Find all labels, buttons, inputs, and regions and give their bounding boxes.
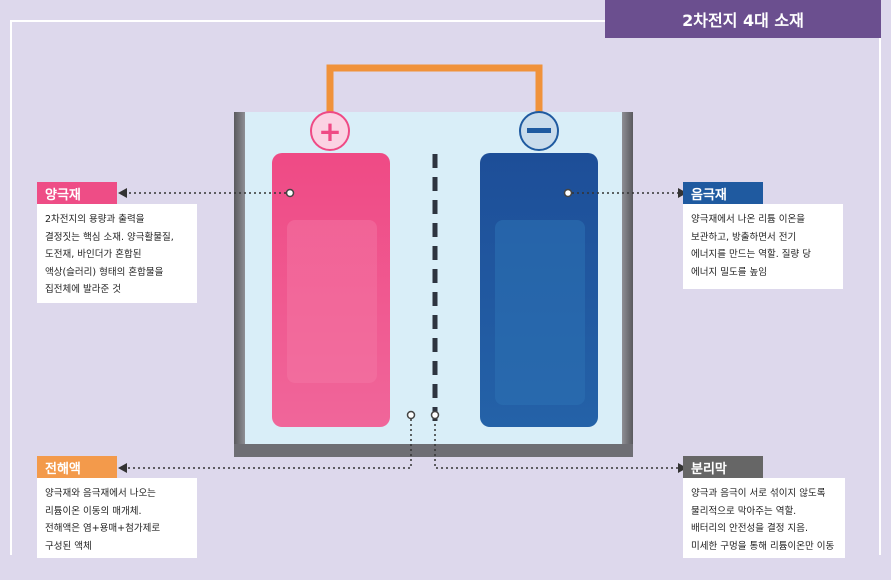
electrolyte-label: 전해액: [37, 456, 117, 478]
cathode-desc-line: 결정짓는 핵심 소재. 양극활물질,: [45, 231, 174, 243]
frame-left-line: [10, 20, 12, 555]
anode-desc-line: 에너지를 만드는 역할. 질량 당: [691, 249, 811, 260]
anode-desc-line: 보관하고, 방출하면서 전기: [691, 231, 797, 243]
positive-terminal: [310, 111, 350, 151]
anode-highlight: [495, 220, 585, 405]
anode-description: 양극재에서 나온 리튬 이온을 보관하고, 방출하면서 전기 에너지를 만드는 …: [683, 204, 843, 289]
cathode-label: 양극재: [37, 182, 117, 204]
separator-pointer-dot: [430, 410, 440, 420]
external-wire: [326, 64, 543, 118]
cathode-desc-line: 액상(슬러리) 형태의 혼합물을: [45, 266, 164, 278]
separator-desc-line: 물리적으로 막아주는 역할.: [691, 505, 797, 517]
electrolyte-desc-line: 양극재와 음극재에서 나오는: [45, 488, 156, 499]
separator-desc-line: 배터리의 안전성을 결정 지음.: [691, 523, 808, 534]
separator-desc-line: 양극과 음극이 서로 섞이지 않도록: [691, 488, 826, 499]
frame-right-line: [879, 38, 881, 555]
anode-desc-line: 양극재에서 나온 리튬 이온을: [691, 214, 805, 225]
positive-terminal-symbol: +: [318, 115, 341, 148]
container-wall-bottom: [234, 444, 633, 457]
anode-arrowhead: [678, 188, 687, 198]
cathode-highlight: [287, 220, 377, 383]
cathode-electrode: [272, 153, 390, 427]
frame-top-line: [10, 20, 607, 22]
page-title: 2차전지 4대 소재: [605, 0, 881, 38]
cathode-pointer-dot: [285, 188, 295, 198]
cathode-description: 2차전지의 용량과 출력을 결정짓는 핵심 소재. 양극활물질, 도전재, 바인…: [37, 204, 197, 303]
electrolyte-desc-line: 리튬이온 이동의 매개체.: [45, 505, 142, 517]
electrolyte-pointer-dot: [406, 410, 416, 420]
container-wall-left: [234, 112, 245, 457]
electrolyte-description: 양극재와 음극재에서 나오는 리튬이온 이동의 매개체. 전해액은 염+용매+첨…: [37, 478, 197, 558]
electrolyte-desc-line: 구성된 액체: [45, 540, 92, 552]
separator-label: 분리막: [683, 456, 763, 478]
anode-pointer-dot: [563, 188, 573, 198]
electrolyte-arrowhead: [118, 463, 127, 473]
separator-desc-line: 미세한 구멍을 통해 리튬이온만 이동: [691, 540, 835, 552]
cathode-arrowhead: [118, 188, 127, 198]
cathode-desc-line: 2차전지의 용량과 출력을: [45, 214, 145, 225]
container-wall-right: [622, 112, 633, 457]
electrolyte-connector: [126, 419, 412, 469]
cathode-desc-line: 집전체에 발라준 것: [45, 284, 121, 295]
separator-arrowhead: [678, 463, 687, 473]
separator-description: 양극과 음극이 서로 섞이지 않도록 물리적으로 막아주는 역할. 배터리의 안…: [683, 478, 845, 558]
anode-label: 음극재: [683, 182, 763, 204]
separator-connector: [434, 419, 680, 469]
electrolyte-desc-line: 전해액은 염+용매+첨가제로: [45, 523, 161, 534]
anode-desc-line: 에너지 밀도를 높임: [691, 266, 767, 278]
negative-terminal-symbol: [527, 128, 551, 133]
cathode-desc-line: 도전재, 바인더가 혼합된: [45, 249, 142, 260]
